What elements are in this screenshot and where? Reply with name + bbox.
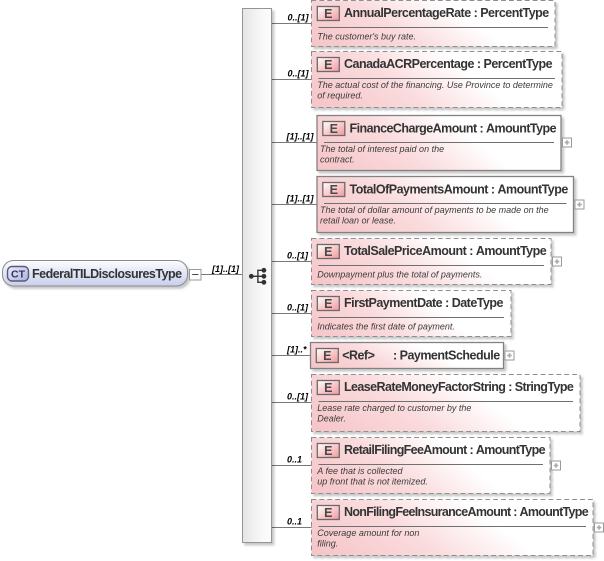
svg-text:AnnualPercentageRate : Percent: AnnualPercentageRate : PercentType	[344, 6, 549, 20]
svg-text:TotalOfPaymentsAmount : Amount: TotalOfPaymentsAmount : AmountType	[350, 183, 569, 197]
svg-text:filing.: filing.	[317, 538, 338, 548]
svg-text:A fee that is collected: A fee that is collected	[316, 466, 403, 476]
svg-text:E: E	[330, 122, 338, 136]
svg-text:The total of dollar amount of: The total of dollar amount of payments t…	[320, 205, 549, 215]
svg-text:[1]..[1]: [1]..[1]	[286, 193, 315, 203]
svg-text:retail loan or lease.: retail loan or lease.	[320, 215, 396, 225]
svg-text:Coverage amount for non: Coverage amount for non	[317, 528, 419, 538]
svg-text:0..[1]: 0..[1]	[287, 12, 309, 22]
svg-text:CT: CT	[11, 269, 26, 281]
svg-text:NonFilingFeeInsuranceAmount :: NonFilingFeeInsuranceAmount : AmountType	[344, 505, 589, 519]
svg-text:Downpayment plus the total of: Downpayment plus the total of payments.	[317, 269, 482, 279]
svg-text:E: E	[324, 245, 332, 259]
svg-text:E: E	[324, 58, 332, 72]
svg-text:The customer's buy rate.: The customer's buy rate.	[317, 31, 416, 41]
svg-text:[1]..*: [1]..*	[286, 344, 307, 354]
svg-text:: PaymentSchedule: : PaymentSchedule	[393, 349, 500, 363]
svg-text:0..1: 0..1	[287, 454, 302, 464]
svg-text:0..[1]: 0..[1]	[287, 302, 309, 312]
svg-text:RetailFilingFeeAmount : Amount: RetailFilingFeeAmount : AmountType	[344, 443, 546, 457]
svg-text:Lease rate charged to customer: Lease rate charged to customer by the	[317, 403, 471, 413]
svg-text:0..[1]: 0..[1]	[287, 391, 309, 401]
svg-text:The actual cost of the financi: The actual cost of the financing. Use Pr…	[317, 80, 553, 90]
svg-text:E: E	[323, 349, 331, 363]
svg-text:FirstPaymentDate : DateType: FirstPaymentDate : DateType	[344, 296, 504, 310]
svg-text:Dealer.: Dealer.	[317, 413, 346, 423]
svg-text:E: E	[324, 381, 332, 395]
svg-text:[1]..[1]: [1]..[1]	[286, 131, 315, 141]
svg-text:The total of interest paid on: The total of interest paid on the	[320, 144, 444, 154]
svg-text:E: E	[330, 183, 338, 197]
svg-text:[1]..[1]: [1]..[1]	[211, 264, 240, 274]
svg-text:E: E	[324, 444, 332, 458]
svg-text:E: E	[324, 506, 332, 520]
svg-text:of required.: of required.	[317, 90, 363, 100]
svg-text:0..[1]: 0..[1]	[287, 250, 309, 260]
svg-text:LeaseRateMoneyFactorString : S: LeaseRateMoneyFactorString : StringType	[344, 380, 574, 394]
svg-text:FinanceChargeAmount : AmountTy: FinanceChargeAmount : AmountType	[350, 122, 557, 136]
svg-text:Indicates the first date of pa: Indicates the first date of payment.	[317, 321, 455, 331]
svg-text:0..[1]: 0..[1]	[287, 68, 309, 78]
svg-text:FederalTILDisclosuresType: FederalTILDisclosuresType	[32, 267, 182, 281]
svg-text:up front that is not itemized.: up front that is not itemized.	[317, 476, 428, 486]
svg-text:E: E	[324, 297, 332, 311]
svg-text:CanadaACRPercentage : PercentT: CanadaACRPercentage : PercentType	[344, 57, 553, 71]
svg-text:contract.: contract.	[320, 154, 355, 164]
svg-text:TotalSalePriceAmount : AmountT: TotalSalePriceAmount : AmountType	[344, 244, 547, 258]
svg-text:0..1: 0..1	[287, 516, 302, 526]
svg-text:<Ref>: <Ref>	[342, 349, 374, 363]
svg-text:E: E	[324, 7, 332, 21]
